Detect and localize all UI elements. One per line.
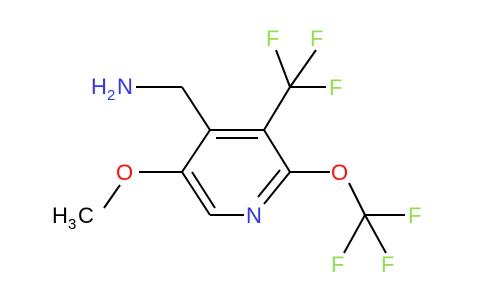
methoxy-group: O H 3 C [52,160,133,233]
bond-c3-cf3 [263,86,291,131]
nh2-h-label: H [91,74,107,99]
bond-ocf3-f2 [343,214,366,254]
bond-n1-c2-inner [257,169,281,198]
bond-n1-c2 [263,171,291,205]
fluorine-label: F [408,203,421,228]
ring-nitrogen: N [246,203,262,228]
bond-o-cf3 [348,182,366,216]
methyl-c-label: C [78,203,94,228]
bond-ocf3-f3 [364,214,387,254]
fluorine-label: F [310,26,323,51]
bond-o-ch3 [103,184,121,209]
bond-c5-c6 [181,171,211,216]
bond-cf3-f1 [275,49,291,88]
fluorine-label: F [329,75,342,100]
fluorine-label: F [381,252,394,277]
bond-c4-ch2 [181,86,211,131]
nh2-subscript: 2 [107,87,115,104]
pyridine-ring [181,129,291,216]
methyl-subscript: 3 [68,216,76,233]
bond-c5-c6-inner [191,171,216,209]
oxygen-label: O [331,160,348,185]
trifluoromethoxy-group: O F F F [331,160,421,277]
substituent-bonds [103,49,405,254]
aminomethyl-group: H 2 N [91,74,133,104]
nitrogen-label: N [246,203,262,228]
bond-c4-c5 [181,129,211,173]
oxygen-label: O [116,160,133,185]
trifluoromethyl-group: F F F [266,26,342,100]
bond-cf3-f2 [289,49,317,88]
fluorine-label: F [331,252,344,277]
bond-c2-c3 [263,129,291,173]
methyl-h-label: H [52,203,68,228]
nh2-n-label: N [117,74,133,99]
fluorine-label: F [266,26,279,51]
